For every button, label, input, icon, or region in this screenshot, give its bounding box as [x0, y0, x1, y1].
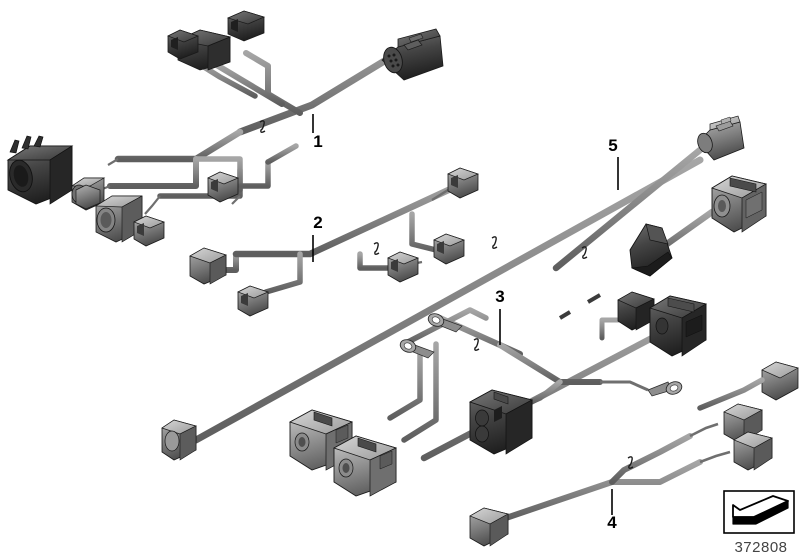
harness-2-group: [189, 167, 479, 317]
harness-3-group: [161, 156, 708, 497]
left-cluster-connector-e: [207, 171, 239, 203]
cluster-wire-diag: [265, 143, 299, 165]
vehicle-body-orientation-icon: [723, 490, 795, 534]
harness-2-break-symbol: [373, 242, 380, 255]
harness-4-main-wire: [497, 459, 703, 523]
harness-4-pigtail-a: [689, 422, 719, 438]
harness-4-branch-wire: [609, 433, 693, 485]
ring-terminal-b: [399, 339, 435, 359]
cluster-pigtail-d: [231, 195, 241, 205]
harness-1-small-connector-left: [167, 29, 199, 60]
harness-5-main-wire: [552, 146, 704, 272]
harness-2-branch-c: [409, 211, 447, 255]
harness-3-relay-block: [617, 291, 655, 331]
harness-4-pigtail-b: [699, 450, 731, 464]
callout-5: 5: [608, 136, 619, 190]
harness-5-round-connector: [697, 115, 745, 161]
harness-3-main-wire: [192, 156, 704, 444]
harness-5-grommet: [629, 223, 673, 277]
callout-1-number: 1: [313, 132, 322, 151]
cluster-wire-top: [114, 128, 244, 163]
harness-2-main-wire: [232, 176, 474, 258]
harness-3-lower-wire: [420, 314, 694, 462]
harness-5-break-symbol: [581, 246, 588, 259]
callout-5-number: 5: [608, 136, 617, 155]
harness-2-connector-right: [433, 233, 465, 265]
harness-3-ring-wire-right: [600, 380, 649, 392]
harness-3-right-module-connector: [649, 295, 708, 357]
harness-4-wire-to-d: [697, 377, 765, 411]
harness-3-end-connector-left: [161, 419, 197, 461]
cluster-pigtail-b: [144, 195, 161, 215]
harness-2-connector-lower-left: [237, 285, 269, 317]
harness-1-break-symbol: [259, 120, 266, 133]
harness-3-branch-relay: [599, 317, 623, 341]
callout-1: 1: [312, 114, 323, 151]
harness-2-connector-left: [189, 247, 227, 285]
callout-4: 4: [607, 489, 617, 532]
harness-3-cross-b: [401, 307, 489, 347]
cluster-wire-mid: [107, 156, 199, 189]
harness-3-break-symbol-a: [491, 236, 498, 249]
harness-5-plug-connector: [711, 175, 768, 233]
callout-3-number: 3: [495, 287, 504, 306]
cluster-wire-vert: [193, 156, 243, 193]
callout-3: 3: [495, 287, 505, 345]
harness-2-connector-top: [447, 167, 479, 199]
part-number-label: 372808: [734, 539, 787, 556]
harness-2-branch-b: [263, 251, 303, 295]
orientation-icon-fill: [732, 500, 789, 525]
harness-1-branch-b: [212, 61, 285, 107]
harness-5-group: [552, 115, 768, 277]
harness-2-connector-mid: [387, 251, 419, 283]
harness-3-tape-marker-a: [586, 293, 602, 304]
cluster-wire-vert2: [237, 159, 271, 189]
harness-3-branch-twin-a: [387, 349, 423, 421]
harness-3-black-multipin-connector: [469, 389, 534, 455]
harness-2-branch-a: [357, 251, 399, 271]
harness-3-tape-marker-b: [558, 310, 572, 320]
left-module-connector: [6, 135, 74, 205]
harness-3-branch-twin-b: [401, 341, 439, 443]
ring-terminal-c: [647, 381, 683, 397]
ring-terminal-a: [427, 313, 463, 333]
harness-1-round-connector: [381, 28, 444, 81]
left-cluster-connector-f: [75, 184, 101, 210]
harness-4-group: [469, 361, 799, 547]
harness-4-connector-a: [469, 507, 509, 547]
harness-3-multipin-connector-b: [333, 435, 398, 497]
harness-4-connector-d: [761, 361, 799, 401]
harness-1-small-connector-top: [226, 10, 266, 42]
harness-1-branch-a: [243, 50, 303, 116]
callout-2: 2: [312, 213, 323, 262]
left-cluster-connector-d: [133, 215, 165, 247]
harness-1-group: [167, 10, 444, 136]
harness-4-break-symbol: [627, 456, 634, 469]
harness-4-connector-c: [733, 431, 773, 471]
callout-4-number: 4: [607, 513, 617, 532]
harness-1-lower-cluster: [6, 128, 299, 247]
harness-3-break-symbol-b: [473, 338, 480, 351]
callout-2-number: 2: [313, 213, 322, 232]
cluster-pigtail-c: [107, 158, 119, 166]
